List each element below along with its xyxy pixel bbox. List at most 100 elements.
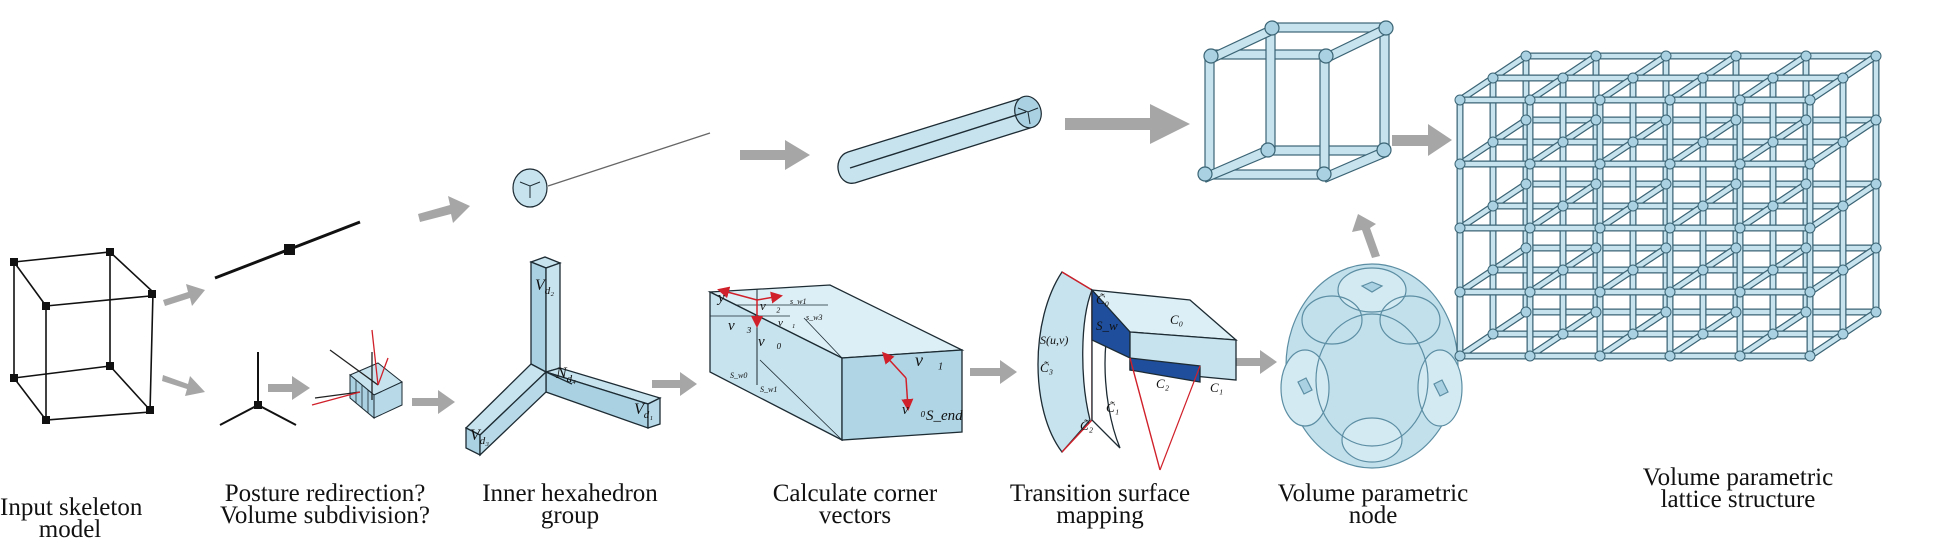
- svg-text:Nd₄: Nd₄: [555, 365, 576, 385]
- lattice-node: [1734, 286, 1746, 298]
- lattice-node: [1837, 264, 1849, 276]
- lattice-node: [1594, 350, 1606, 362]
- lattice-strut: [1490, 117, 1529, 145]
- svg-text:C̃₁: C̃₁: [1106, 400, 1119, 415]
- lattice-node: [1627, 200, 1639, 212]
- lattice-node: [1627, 72, 1639, 84]
- lattice-strut: [1667, 203, 1706, 231]
- lattice-node: [1837, 72, 1849, 84]
- lattice-strut: [1560, 53, 1599, 81]
- lattice-node: [1697, 72, 1709, 84]
- lattice-node: [1870, 114, 1882, 126]
- svg-text:S_w: S_w: [1096, 318, 1118, 333]
- lattice-node: [1590, 242, 1602, 254]
- lattice-strut: [1700, 309, 1739, 337]
- lattice-node: [1660, 306, 1672, 318]
- lattice-node: [1804, 350, 1816, 362]
- lattice-strut: [1700, 181, 1739, 209]
- lattice-strut: [1597, 139, 1636, 167]
- lattice-node: [1800, 242, 1812, 254]
- lattice-strut: [1527, 267, 1566, 295]
- lattice-node: [1487, 328, 1499, 340]
- caption-posture-redirection: Posture redirection?Volume subdivision?: [220, 480, 430, 529]
- corner-vector-arrows: [717, 286, 914, 411]
- lattice-strut: [1840, 309, 1879, 337]
- lattice-node: [1454, 286, 1466, 298]
- lattice-node: [1590, 306, 1602, 318]
- subdivided-block: [311, 329, 403, 420]
- lattice-strut: [1490, 245, 1529, 273]
- lattice-node: [1594, 222, 1606, 234]
- input-skeleton-cube: [13, 251, 154, 421]
- lattice-strut: [1457, 139, 1496, 167]
- lattice-node: [1487, 264, 1499, 276]
- lattice-strut: [1527, 75, 1566, 103]
- svg-text:v⃗₃: v⃗₃: [728, 318, 752, 334]
- transition-surface: [1037, 271, 1238, 471]
- volume-parametric-lattice: [1454, 50, 1882, 362]
- lattice-node: [1664, 286, 1676, 298]
- svg-text:Vd₁: Vd₁: [634, 401, 653, 421]
- lattice-node: [1804, 94, 1816, 106]
- lattice-node: [1664, 350, 1676, 362]
- lattice-strut: [1527, 139, 1566, 167]
- svg-text:v⃗₂: v⃗₂: [760, 298, 781, 313]
- lattice-node: [1837, 328, 1849, 340]
- corner-vector-labels: y v⃗₃ v⃗₂ v⃗₁ v⃗₀ v⃗₁ v⃗₀ s_w1 s_w3 S_w0…: [716, 290, 963, 424]
- svg-text:C̃₀: C̃₀: [1096, 292, 1109, 307]
- lattice-strut: [1737, 331, 1776, 359]
- unit-lattice-cell: [1197, 20, 1394, 183]
- lattice-strut: [1457, 267, 1496, 295]
- lattice-strut: [1597, 331, 1636, 359]
- svg-text:S_w0: S_w0: [730, 371, 747, 380]
- cross-section-disk: [512, 132, 711, 208]
- swept-cylinder: [837, 95, 1042, 184]
- lattice-strut: [1490, 181, 1529, 209]
- lattice-strut: [1630, 53, 1669, 81]
- lattice-node: [1804, 158, 1816, 170]
- lattice-strut: [1807, 267, 1846, 295]
- lattice-node: [1520, 306, 1532, 318]
- lattice-node: [1524, 222, 1536, 234]
- lattice-node: [1557, 264, 1569, 276]
- lattice-strut: [1807, 75, 1846, 103]
- lattice-node: [1697, 200, 1709, 212]
- lattice-node: [1660, 242, 1672, 254]
- lattice-node: [1804, 222, 1816, 234]
- svg-text:v⃗₁: v⃗₁: [915, 350, 943, 370]
- lattice-node: [1524, 286, 1536, 298]
- lattice-node: [1870, 242, 1882, 254]
- svg-text:S_end: S_end: [926, 408, 963, 424]
- lattice-strut: [1560, 181, 1599, 209]
- lattice-strut: [1630, 245, 1669, 273]
- lattice-strut: [1770, 181, 1809, 209]
- lattice-node: [1660, 114, 1672, 126]
- lattice-node: [1520, 114, 1532, 126]
- lattice-node: [1697, 264, 1709, 276]
- svg-text:S_w1: S_w1: [760, 385, 777, 394]
- lattice-node: [1594, 158, 1606, 170]
- lattice-node: [1870, 50, 1882, 62]
- svg-text:v⃗₀: v⃗₀: [758, 334, 782, 350]
- lattice-strut: [1667, 267, 1706, 295]
- lattice-node: [1557, 328, 1569, 340]
- lattice-strut: [1700, 53, 1739, 81]
- lattice-strut: [1560, 245, 1599, 273]
- lattice-strut: [1597, 75, 1636, 103]
- svg-text:v⃗₁: v⃗₁: [778, 317, 795, 329]
- lattice-strut: [1667, 331, 1706, 359]
- lattice-node: [1664, 158, 1676, 170]
- lattice-node: [1487, 72, 1499, 84]
- lattice-strut: [1457, 75, 1496, 103]
- lattice-node: [1734, 94, 1746, 106]
- skeleton-edge: [214, 220, 361, 280]
- lattice-node: [1627, 136, 1639, 148]
- lattice-strut: [1630, 117, 1669, 145]
- svg-text:s_w1: s_w1: [790, 297, 806, 306]
- lattice-strut: [1667, 139, 1706, 167]
- lattice-strut: [1770, 53, 1809, 81]
- lattice-node: [1804, 286, 1816, 298]
- lattice-node: [1454, 158, 1466, 170]
